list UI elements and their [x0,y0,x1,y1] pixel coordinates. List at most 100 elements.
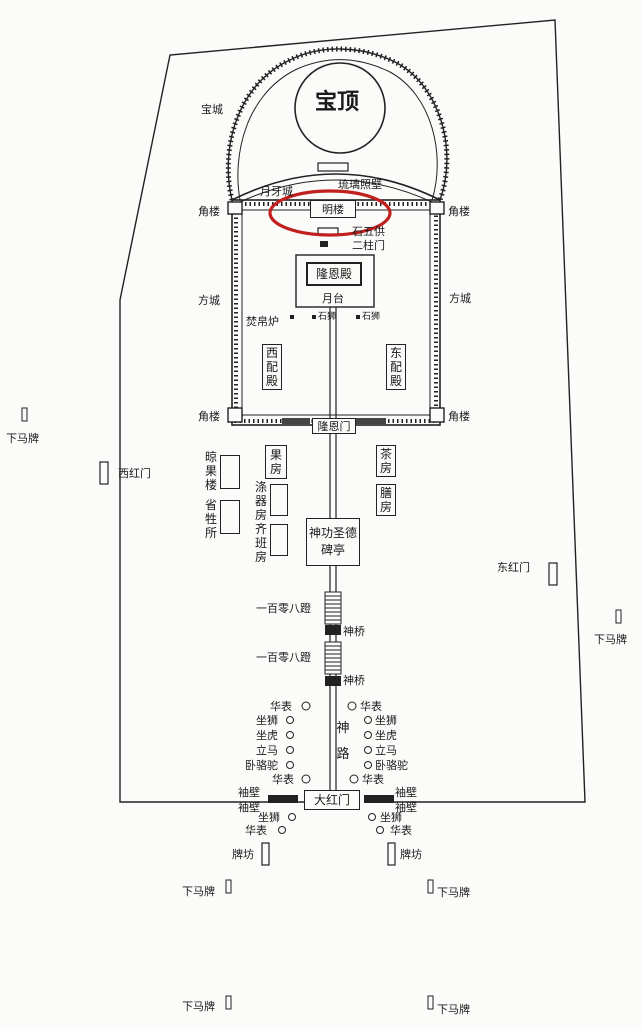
huabiao-w-circle [278,826,286,834]
baocheng-label: 宝城 [201,103,223,116]
diqifang-label: 涤器房 [254,480,267,522]
statue-e-label-3: 立马 [375,744,397,757]
xiamapai-e-label: 下马牌 [594,633,627,646]
qibanfang-box [270,524,288,556]
xihongmen-label: 西红门 [118,467,151,480]
shengshengsuo-label: 省牲所 [204,498,217,540]
statue-w-label-5: 华表 [272,773,294,786]
shenqiao-1-label: 神桥 [343,625,365,638]
donghongmen-label: 东红门 [497,561,530,574]
liangguolou-label: 晾果楼 [204,450,217,492]
guofang-label: 果房 [269,448,282,476]
statue-w-3 [286,746,294,754]
fenbolu-label: 焚帛炉 [246,315,279,328]
steps-108-a-label: 一百零八蹬 [256,602,311,615]
shanfang-label: 膳房 [379,486,392,514]
xiamapai-sw2-rect [225,995,232,1010]
xipeidian-box: 西配殿 [262,344,282,390]
xiamapai-se2-rect [427,995,434,1010]
shengshengsuo-box [220,500,240,534]
guofang-box: 果房 [265,445,287,479]
shishi-w-dot [312,315,316,319]
huabiao-w-label: 华表 [245,824,267,837]
huabiao-e-circle [376,826,384,834]
statue-e-5 [349,774,359,784]
steps-108-b [324,641,342,675]
shishi-w-label: 石狮 [318,312,337,322]
statue-e-label-2: 坐虎 [375,729,397,742]
paifang-e-rect [387,842,396,866]
jiaolou-se-square [429,407,445,423]
xiubi-e1-label: 袖壁 [395,786,417,799]
statue-e-label-4: 卧骆驼 [375,759,408,772]
baocheng-wall-inner [237,59,438,201]
statue-e-1 [364,716,372,724]
statue-w-5 [301,774,311,784]
xiubi-e-block [364,795,394,803]
outer-wall [119,19,586,803]
zuoshi-w-circle [288,813,296,821]
yueyacheng-arc-outer [231,173,441,201]
minglou-highlight-ellipse [268,189,392,237]
statue-w-label-4: 卧骆驼 [245,759,278,772]
jiaolou-sw-square [227,407,243,423]
xiamapai-w-rect [21,407,28,422]
statue-w-label-2: 坐虎 [256,729,278,742]
longendian-label: 隆恩殿 [315,266,352,281]
statue-w-1 [286,716,294,724]
zuoshi-e-circle [368,813,376,821]
baoding-label: 宝顶 [315,90,360,115]
fenbolu-burner [290,315,294,319]
xiamapai-sw1-label: 下马牌 [182,885,215,898]
jiaolou-se-label: 角楼 [448,410,470,423]
shenqiao-2-label: 神桥 [343,674,365,687]
fangcheng-w-label: 方城 [198,294,220,307]
baoding-dome [294,62,386,154]
baocheng-wall-crenels [225,46,450,201]
longenmen-wall-e [356,418,386,424]
jiaolou-ne-label: 角楼 [448,205,470,218]
statue-e-4 [364,761,372,769]
xiamapai-se1-label: 下马牌 [437,886,470,899]
statue-e-label-5: 华表 [362,773,384,786]
xipeidian-label: 西配殿 [265,346,278,388]
statue-e-label-1: 坐狮 [375,714,397,727]
xiamapai-w-label: 下马牌 [6,432,39,445]
paifang-e-label: 牌坊 [400,848,422,861]
xiamapai-e-rect [615,609,622,624]
erzhumen-label: 二柱门 [352,239,385,252]
shenqiao-2-block [325,676,341,686]
dahongmen-box: 大红门 [304,790,360,810]
beiting-label: 神功圣德碑亭 [309,526,358,557]
longenmen-box: 隆恩门 [312,418,356,434]
statue-e-2 [364,731,372,739]
paifang-w-rect [261,842,270,866]
xiamapai-se1-rect [427,879,434,894]
jiaolou-nw-square [227,201,243,215]
yuetai-label: 月台 [322,292,344,305]
xiamapai-sw2-label: 下马牌 [182,1000,215,1013]
erzhumen-gate [320,241,328,247]
xihongmen-rect [99,461,109,485]
donghongmen-rect [548,562,558,586]
shenlu-label: 神路 [336,721,350,762]
qibanfang-label: 齐班房 [254,522,267,564]
longenmen-wall-w [282,418,310,424]
xiubi-e2-label: 袖壁 [395,801,417,814]
xiubi-w1-label: 袖壁 [238,786,260,799]
steps-108-b-label: 一百零八蹬 [256,651,311,664]
zuoshi-e-label: 坐狮 [380,811,402,824]
chafang-box: 茶房 [376,445,396,477]
yuetai-terrace [295,254,375,308]
xiubi-w-block [268,795,298,803]
shiwugong-label: 石五供 [352,225,385,238]
jiaolou-ne-square [429,201,445,215]
statue-w-2 [286,731,294,739]
minglou-label: 明楼 [322,202,344,216]
beiting-box: 神功圣德碑亭 [306,518,360,566]
dongpeidian-box: 东配殿 [386,344,406,390]
statue-w-label-3: 立马 [256,744,278,757]
shanfang-box: 膳房 [376,484,396,516]
shishi-e-label: 石狮 [362,312,381,322]
steps-108-a [324,591,342,625]
